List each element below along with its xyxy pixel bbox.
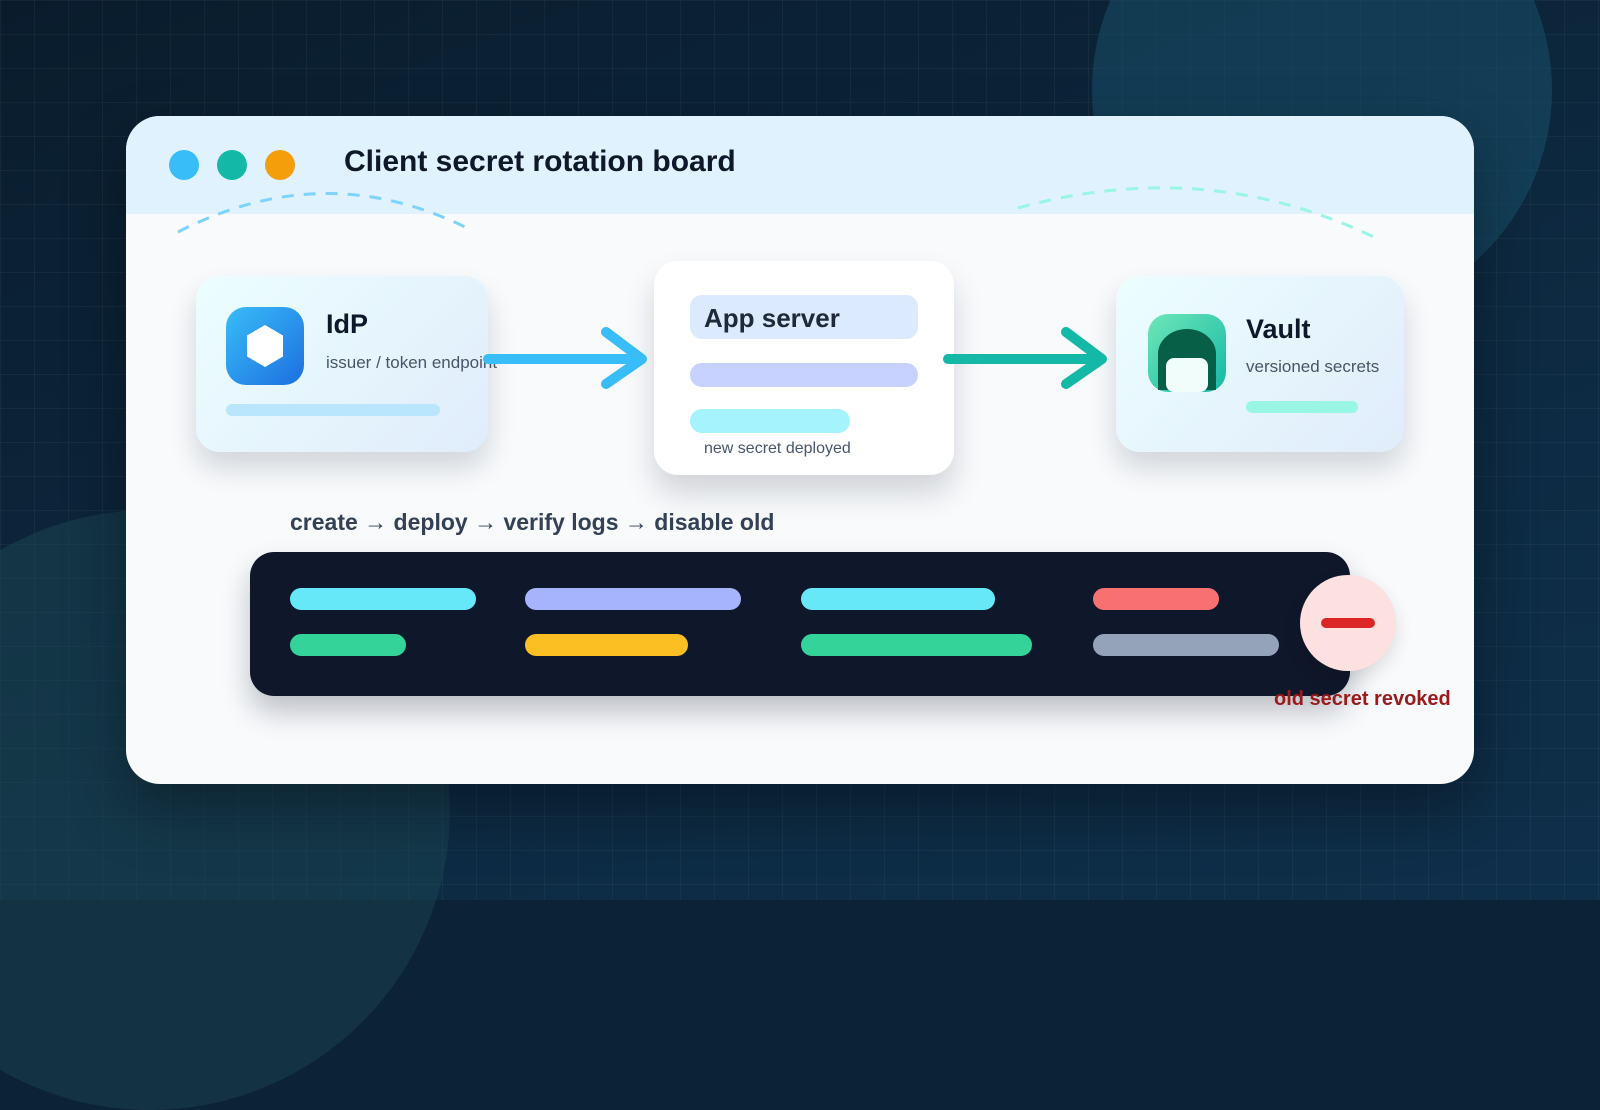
minus-icon xyxy=(1321,618,1375,628)
window-dot-orange[interactable] xyxy=(265,150,295,180)
log-bar xyxy=(801,634,1032,656)
title-bar: Client secret rotation board xyxy=(126,116,1474,214)
log-bar xyxy=(1093,634,1279,656)
idp-node[interactable]: IdP issuer / token endpoint xyxy=(196,276,497,452)
window-dot-teal[interactable] xyxy=(217,150,247,180)
log-panel xyxy=(250,552,1350,696)
arrow-app-to-vault xyxy=(943,327,1107,389)
log-bar xyxy=(290,634,406,656)
rotation-steps: create → deploy → verify logs → disable … xyxy=(290,509,775,535)
decorative-arcs xyxy=(177,186,1377,240)
vault-subtitle: versioned secrets xyxy=(1246,357,1380,376)
app-server-header: App server xyxy=(690,295,918,339)
log-bar xyxy=(525,634,688,656)
app-config-bar xyxy=(690,363,918,387)
log-bar xyxy=(801,588,995,610)
log-bar xyxy=(290,588,476,610)
app-server-node[interactable]: App server new secret deployed xyxy=(654,261,954,475)
board-title: Client secret rotation board xyxy=(344,145,736,178)
vault-icon xyxy=(1148,314,1226,392)
arrow-idp-to-app xyxy=(483,327,647,389)
flow-arrows xyxy=(483,327,1107,389)
app-server-title: App server xyxy=(704,303,840,333)
rotation-board-window: Client secret rotation board IdP issuer … xyxy=(126,116,1474,784)
revoke-label: old secret revoked xyxy=(1274,688,1451,710)
vault-title: Vault xyxy=(1246,314,1311,344)
log-bar xyxy=(525,588,741,610)
vault-node[interactable]: Vault versioned secrets xyxy=(1116,276,1404,452)
window-dot-blue[interactable] xyxy=(169,150,199,180)
vault-status-bar xyxy=(1246,401,1358,413)
idp-title: IdP xyxy=(326,309,369,339)
log-bar xyxy=(1093,588,1219,610)
hexagon-icon xyxy=(226,307,304,385)
revoke-badge[interactable] xyxy=(1300,575,1396,671)
app-secret-bar xyxy=(690,409,850,433)
idp-status-bar xyxy=(226,404,440,416)
app-server-status: new secret deployed xyxy=(704,440,851,457)
idp-subtitle: issuer / token endpoint xyxy=(326,353,498,372)
